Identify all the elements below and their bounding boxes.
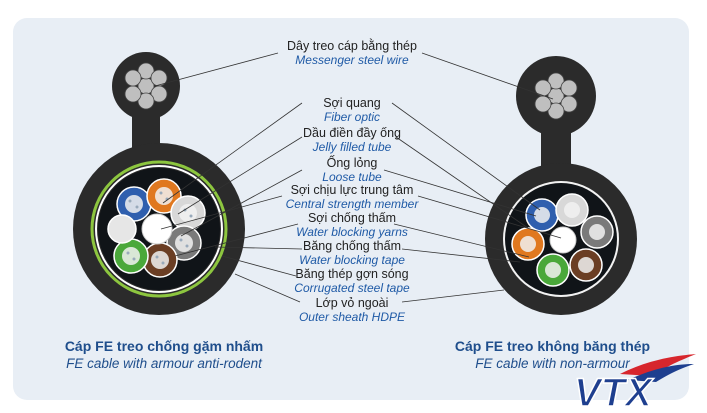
label-vi: Băng chống thấm [303,239,401,253]
right-messenger-strands [534,72,578,120]
label-vi: Dầu điền đầy ống [303,126,401,140]
label-water-blocking-tape: Băng chống thấm Water blocking tape [242,239,462,267]
left-water-tape [95,165,223,293]
leader-lines [154,52,562,303]
label-vi: Lớp vỏ ngoài [315,296,389,310]
left-corrugated-tape [90,160,228,298]
label-corrugated-steel-tape: Băng thép gợn sóng Corrugated steel tape [242,267,462,295]
left-fibers [122,187,197,269]
label-en: Water blocking yarns [296,225,408,239]
left-cable [73,52,245,315]
left-central-member [141,213,173,245]
label-vi: Sợi chống thấm [307,211,397,225]
label-en: Messenger steel wire [295,53,409,67]
left-caption: Cáp FE treo chống gặm nhấm FE cable with… [34,338,294,371]
label-en: Fiber optic [323,110,381,124]
label-en: Outer sheath HDPE [298,310,406,324]
label-fiber-optic: Sợi quang Fiber optic [242,96,462,124]
right-web [541,122,571,166]
label-central-strength-member: Sợi chịu lực trung tâm Central strength … [242,183,462,211]
label-jelly-filled-tube: Dầu điền đầy ống Jelly filled tube [242,126,462,154]
right-fibers [520,202,605,278]
label-vi: Sợi chịu lực trung tâm [290,183,414,197]
label-water-blocking-yarns: Sợi chống thấm Water blocking yarns [242,211,462,239]
right-caption: Cáp FE treo không băng thép FE cable wit… [430,338,675,371]
label-en: Corrugated steel tape [294,281,410,295]
left-caption-vi: Cáp FE treo chống gặm nhấm [64,338,264,354]
label-outer-sheath: Lớp vỏ ngoài Outer sheath HDPE [242,296,462,324]
right-caption-vi: Cáp FE treo không băng thép [454,338,651,354]
label-messenger-wire: Dây treo cáp bằng thép Messenger steel w… [242,39,462,67]
right-cable [485,56,637,315]
right-central-member [549,226,577,254]
logo-swoosh-red [620,354,696,376]
label-en: Central strength member [285,197,419,211]
left-caption-en: FE cable with armour anti-rodent [66,356,262,371]
label-vi: Sợi quang [323,96,381,110]
label-loose-tube: Ống lỏng Loose tube [242,156,462,184]
label-en: Jelly filled tube [312,140,392,154]
right-caption-en: FE cable with non-armour [475,356,630,371]
vtx-logo: VTX [573,354,696,410]
label-vi: Dây treo cáp bằng thép [287,39,417,53]
label-vi: Ống lỏng [326,156,378,170]
logo-text: VTX [574,371,654,410]
left-messenger-strands [124,62,168,110]
label-vi: Băng thép gợn sóng [295,267,409,281]
logo-swoosh-blue [628,364,694,382]
label-en: Loose tube [322,170,382,184]
label-en: Water blocking tape [299,253,405,267]
